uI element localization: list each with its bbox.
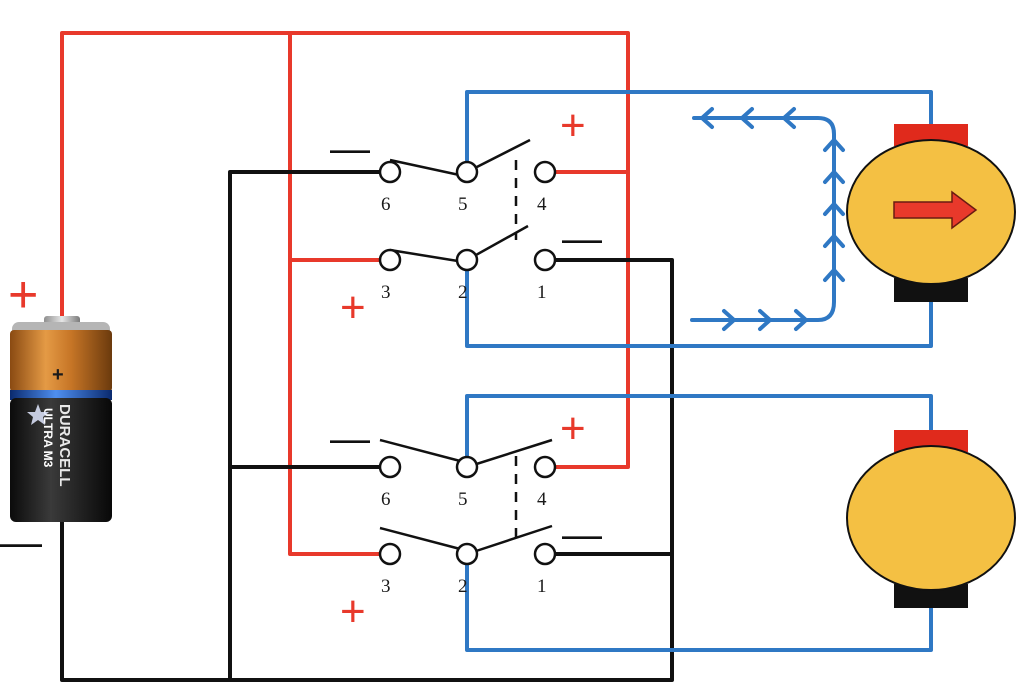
top-terminal-3 <box>378 248 402 272</box>
top-terminal-3-label: 3 <box>381 282 391 303</box>
top-motor-wire-a <box>465 90 933 172</box>
top-terminal-6 <box>378 160 402 184</box>
battery-model-text: ULTRA M3 <box>41 408 55 468</box>
polarity-signs: — + — + — + — + + — <box>0 101 602 636</box>
top-motor-positive-cap <box>894 124 968 146</box>
bottom-terminal-5 <box>455 455 479 479</box>
bus-left-positive-wire <box>288 33 390 556</box>
flow-arrow-right-2 <box>758 309 772 331</box>
rotation-arrow-icon <box>893 190 978 230</box>
bottom-motor <box>846 430 1016 608</box>
bottom-terminal-6-label: 6 <box>381 489 391 510</box>
top-switch-lever-lower <box>389 248 465 264</box>
top-switch-lever-upper <box>389 158 465 178</box>
battery: + DURACELL ULTRA M3 <box>10 316 112 522</box>
bus-right-positive-wire <box>548 172 630 469</box>
flow-arrow-left-3 <box>700 107 714 129</box>
flow-arrow-up-4 <box>823 170 845 184</box>
bottom-motor-positive-cap <box>894 430 968 452</box>
bottom-terminal-5-label: 5 <box>458 489 468 510</box>
bottom-terminal-3-label: 3 <box>381 576 391 597</box>
bottom-terminal-2 <box>455 542 479 566</box>
flow-arrow-up-5 <box>823 138 845 152</box>
top-t6-minus-sign: — <box>330 127 370 171</box>
flow-arrow-up-1 <box>823 268 845 282</box>
top-switch[interactable]: 6 5 4 3 2 1 <box>378 138 557 303</box>
battery-positive-sign: + <box>8 266 38 324</box>
top-terminal-1-label: 1 <box>537 282 547 303</box>
battery-positive-wire <box>60 31 630 318</box>
bottom-switch-lever-right-lower <box>466 524 553 556</box>
bottom-motor-wire-a <box>465 394 933 467</box>
bottom-terminal-4 <box>533 455 557 479</box>
negative-wires <box>60 170 674 682</box>
bottom-terminal-6 <box>378 455 402 479</box>
bottom-motor-wire-b <box>465 554 933 652</box>
battery-top-plus: + <box>52 364 64 386</box>
bottom-motor-body <box>846 445 1016 591</box>
top-t4-plus-sign: + <box>560 101 586 150</box>
battery-blue-band <box>10 390 112 400</box>
bottom-terminal-1 <box>533 542 557 566</box>
battery-brand-text: DURACELL <box>56 404 73 487</box>
top-terminal-1 <box>533 248 557 272</box>
top-terminal-5-label: 5 <box>458 194 468 215</box>
flow-arrow-up-2 <box>823 234 845 248</box>
top-t3-plus-sign: + <box>340 283 366 332</box>
left-negative-bus <box>228 170 390 680</box>
top-terminal-4 <box>533 160 557 184</box>
flow-arrow-left-1 <box>782 107 796 129</box>
bottom-terminal-3 <box>378 542 402 566</box>
top-switch-lever-pole-upper <box>466 138 531 174</box>
current-flow-arrows <box>690 107 845 331</box>
battery-negative-sign: — <box>0 518 42 565</box>
flow-arrow-up-3 <box>823 202 845 216</box>
bottom-t3-plus-sign: + <box>340 587 366 636</box>
top-terminal-2 <box>455 248 479 272</box>
top-terminal-6-label: 6 <box>381 194 391 215</box>
top-motor-wire-b <box>465 260 933 348</box>
positive-wires <box>60 31 630 556</box>
battery-star-icon <box>27 404 49 425</box>
bottom-t6-minus-sign: — <box>330 417 370 461</box>
bottom-terminal-2-label: 2 <box>458 576 468 597</box>
flow-arrow-right-1 <box>722 309 736 331</box>
top-t1-minus-sign: — <box>562 217 602 261</box>
motor-wires <box>465 90 933 652</box>
bottom-switch-lever-right-upper <box>466 438 553 469</box>
flow-arrow-left-2 <box>740 107 754 129</box>
bottom-t4-plus-sign: + <box>560 404 586 453</box>
top-terminal-4-label: 4 <box>537 194 547 215</box>
bottom-switch-lever-left-upper <box>379 438 465 464</box>
top-terminal-5 <box>455 160 479 184</box>
bottom-t1-minus-sign: — <box>562 513 602 557</box>
bottom-terminal-4-label: 4 <box>537 489 547 510</box>
bottom-switch-lever-left-lower <box>379 526 465 552</box>
top-terminal-2-label: 2 <box>458 282 468 303</box>
top-switch-lever-pole-lower <box>466 224 529 262</box>
battery-negative-wire <box>60 258 674 682</box>
battery-copper-top <box>10 330 112 392</box>
flow-arrow-right-3 <box>794 309 808 331</box>
bottom-switch[interactable]: 6 5 4 3 2 1 <box>378 438 557 597</box>
battery-black-body <box>10 398 112 522</box>
current-path-line <box>690 116 836 322</box>
bottom-terminal-1-label: 1 <box>537 576 547 597</box>
top-motor <box>846 124 1016 302</box>
